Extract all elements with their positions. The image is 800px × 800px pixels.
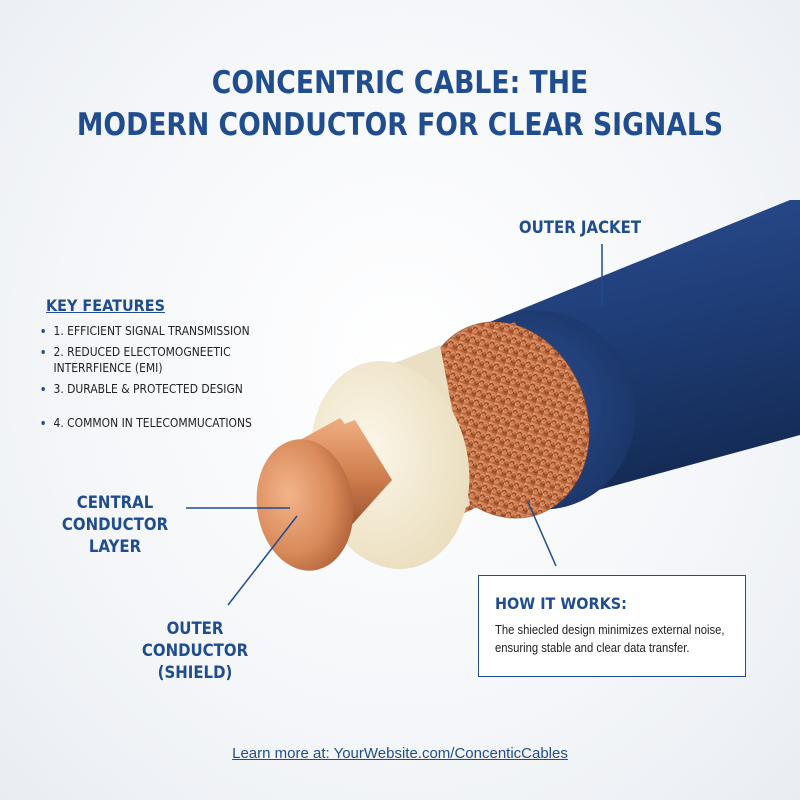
how-it-works-heading: HOW IT WORKS:: [495, 594, 627, 613]
label-outer-conductor: OUTER CONDUCTOR (SHIELD): [141, 619, 249, 683]
title-line-2: MODERN CONDUCTOR FOR CLEAR SIGNALS: [76, 107, 724, 143]
how-it-works-box: HOW IT WORKS: The shiecled design minimi…: [478, 575, 746, 677]
leader-how-it-works: [527, 501, 557, 567]
label-outer-jacket: OUTER JACKET: [518, 218, 642, 238]
feature-item: 3. Durable & Protected Design: [38, 381, 303, 397]
label-central-conductor: CENTRAL CONDUCTOR LAYER: [61, 493, 169, 557]
key-features-panel: KEY FEATURES 1. Efficient Signal Transmi…: [38, 296, 298, 436]
feature-item: 1. Efficient Signal Transmission: [38, 323, 303, 339]
learn-more-link[interactable]: Learn more at: YourWebsite.com/Concentic…: [232, 745, 568, 762]
title-line-1: CONCENTRIC CABLE: THE: [211, 65, 589, 101]
leader-outer-conductor: [227, 515, 298, 606]
how-it-works-body: The shiecled design minimizes external n…: [495, 623, 725, 655]
feature-item: 4. Common in Telecommucations: [38, 415, 303, 431]
feature-item: 2. Reduced Electomogneetic Interrfience …: [38, 344, 268, 376]
key-features-heading: KEY FEATURES: [46, 296, 165, 315]
page-title: CONCENTRIC CABLE: THE MODERN CONDUCTOR F…: [56, 62, 744, 146]
key-features-list: 1. Efficient Signal Transmission 2. Redu…: [38, 323, 298, 431]
